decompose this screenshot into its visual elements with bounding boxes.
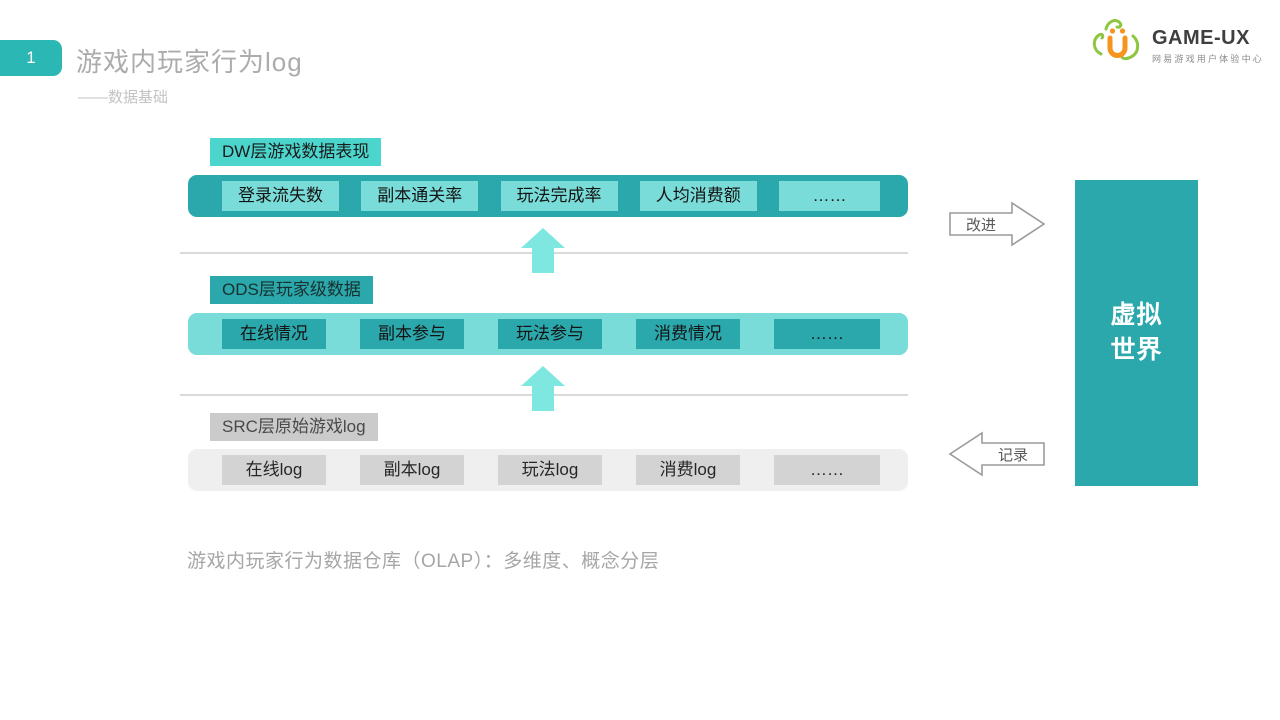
improve-arrow-right: 改进 [949,200,1046,248]
logo-brand-text: GAME-UX [1151,26,1250,49]
ods-item: 消费情况 [636,319,740,349]
ods-item: 在线情况 [222,319,326,349]
record-arrow-left: 记录 [948,430,1045,478]
src-item: 玩法log [498,455,602,485]
slide-caption: 游戏内玩家行为数据仓库（OLAP）：多维度、概念分层 [187,551,660,572]
dw-item: 玩法完成率 [500,181,618,211]
src-layer-label: SRC层原始游戏log [210,413,378,441]
up-arrow-icon [521,228,565,273]
src-item: 副本log [360,455,464,485]
up-arrow-icon [521,366,565,411]
ods-item-ellipsis: …… [774,319,880,349]
logo-org-text: 网易游戏用户体验中心 [1151,53,1264,64]
ods-item: 副本参与 [360,319,464,349]
logo: GAME-UX 网易游戏用户体验中心 [1089,16,1264,75]
ods-layer-label: ODS层玩家级数据 [210,276,373,304]
virtual-world-line2: 世界 [1110,336,1163,364]
ods-layer-bar: 在线情况 副本参与 玩法参与 消费情况 …… [188,313,908,355]
src-item: 消费log [636,455,740,485]
improve-arrow-label: 改进 [965,216,996,234]
record-arrow-label: 记录 [997,446,1028,464]
dw-item-ellipsis: …… [779,181,880,211]
virtual-world-block: 虚拟 世界 [1075,180,1198,486]
page-number-badge: 1 [0,40,62,76]
dw-item: 副本通关率 [361,181,479,211]
dw-layer-label: DW层游戏数据表现 [210,138,382,166]
page-subtitle: ——数据基础 [78,89,169,106]
dw-layer-bar: 登录流失数 副本通关率 玩法完成率 人均消费额 …… [188,175,908,217]
ods-item: 玩法参与 [498,319,602,349]
page-title: 游戏内玩家行为log [76,47,303,77]
virtual-world-line1: 虚拟 [1110,301,1163,329]
src-item: 在线log [222,455,326,485]
src-item-ellipsis: …… [774,455,880,485]
dw-item: 登录流失数 [222,181,339,211]
game-ux-smiley-u-icon [1089,16,1145,75]
src-layer-bar: 在线log 副本log 玩法log 消费log …… [188,449,908,491]
dw-item: 人均消费额 [639,181,757,211]
